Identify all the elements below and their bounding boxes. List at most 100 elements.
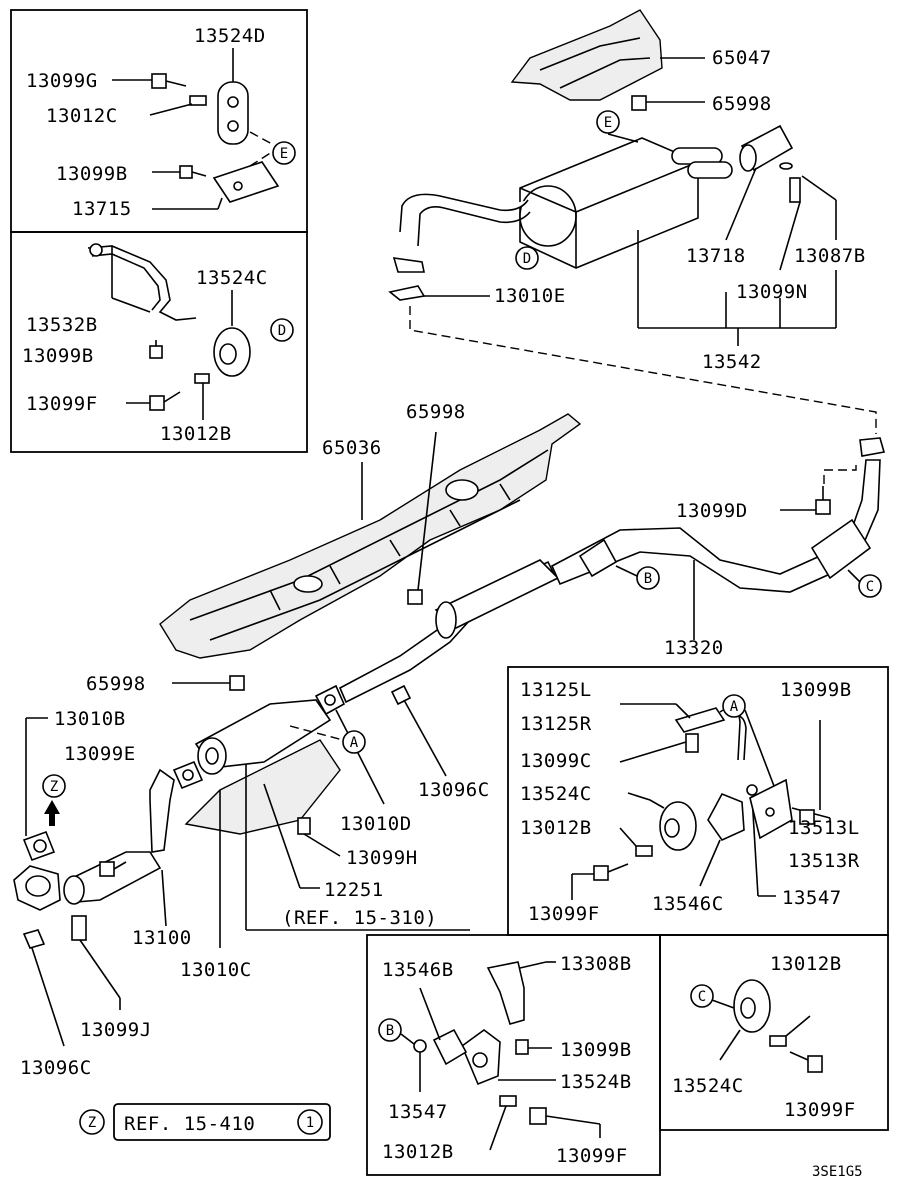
hanger-13524c-c [711,979,771,1061]
label-13099b-d: 13099B [560,1039,632,1061]
footer-reference: Z REF. 15-410 1 [79,1103,331,1141]
label-13320: 13320 [664,637,724,659]
callout-d-inset: D [270,318,294,342]
pin-13012c [149,95,207,116]
washer-13547-b [413,1039,427,1092]
part-labels: 13524D 13099G 13012C 13099B 13715 13532B… [20,25,866,1167]
inset-box-top-left [10,9,308,453]
label-65998-c: 65998 [86,673,146,695]
dash-connector-muffler [409,306,877,434]
label-13010b: 13010B [54,708,126,730]
nut-13096c-front [22,929,65,1047]
heat-shield-65036 [159,413,582,659]
bolt-13099b-a [799,720,821,825]
svg-text:Z: Z [88,1115,96,1131]
svg-text:E: E [280,146,288,162]
bolt-65998-mid [407,431,437,605]
label-13099d: 13099D [676,500,748,522]
callout-d-muffler: D [515,246,539,270]
callout-e-muffler: E [596,110,620,134]
label-13524b: 13524B [560,1071,632,1093]
label-13099h: 13099H [346,847,418,869]
callout-c-inset: C [690,984,714,1008]
label-ref-15-310: (REF. 15-310) [282,907,437,929]
callout-c-main: C [847,569,882,598]
label-13012b-c: 13012B [382,1141,454,1163]
bolt-13099j [71,915,121,1010]
pin-13012b-a [619,827,653,857]
label-13125l: 13125L [520,679,592,701]
label-65047: 65047 [712,47,772,69]
catalytic-converter [184,699,470,931]
svg-text:C: C [866,579,874,595]
label-13524c-a: 13524C [196,267,268,289]
insulator-13546c [699,792,745,887]
label-13010d: 13010D [340,813,412,835]
pin-13012b-c [769,1015,811,1047]
bolt-13099f-b [529,1107,601,1138]
svg-text:B: B [644,571,652,587]
bolt-13099f-c [789,1051,823,1073]
svg-text:A: A [730,699,739,715]
bolt-13099b-top [152,165,207,179]
label-13087b: 13087B [794,245,866,267]
callout-b-main: B [615,565,660,590]
label-13125r: 13125R [520,713,592,735]
label-12251: 12251 [324,879,384,901]
callout-z-main: Z [42,774,66,798]
label-65998-a: 65998 [712,93,772,115]
label-13096c-a: 13096C [418,779,490,801]
gasket-13087b [779,162,837,271]
label-13099g: 13099G [26,70,98,92]
label-13715: 13715 [72,198,132,220]
svg-text:C: C [698,989,706,1005]
svg-text:Z: Z [50,779,58,795]
insulator-13546b [419,987,468,1066]
bolt-13099h [297,817,341,857]
muffler-13542 [388,133,837,346]
bolt-65998-lower [172,675,245,691]
label-13532b: 13532B [26,314,98,336]
bolt-13099d [780,460,857,515]
bracket-13532b [87,243,197,321]
callout-a-main: A [289,725,366,754]
front-pipe-13100 [13,768,175,927]
label-13012b-a: 13012B [160,423,232,445]
svg-text:A: A [350,735,359,751]
label-13099b-a: 13099B [56,163,128,185]
footer-ref-text: REF. 15-410 [124,1113,255,1135]
callout-b-inset: B [378,1018,415,1045]
heat-shield-65047 [510,9,705,101]
nut-13096c-mid [390,684,447,777]
label-13099j: 13099J [80,1019,152,1041]
label-13096c-b: 13096C [20,1057,92,1079]
hanger-13524d [217,48,249,145]
bracket-13308b [486,961,556,1025]
gasket-13010c [172,760,221,948]
center-pipe-13320 [338,437,886,704]
label-13513r: 13513R [788,850,860,872]
label-13099e: 13099E [64,743,136,765]
label-13546c: 13546C [652,893,724,915]
hanger-13524b [461,1029,556,1086]
footer-ref-circle: 1 [306,1115,314,1131]
inset-box-bracket-c [659,934,889,1131]
bolt-13099b-b [515,1039,552,1055]
label-13099f-c: 13099F [556,1145,628,1167]
label-13012b-b: 13012B [520,817,592,839]
bolt-13099e [99,861,127,877]
label-13012b-d: 13012B [770,953,842,975]
label-13099b-c: 13099B [780,679,852,701]
label-13010c: 13010C [180,959,252,981]
label-65998-b: 65998 [406,401,466,423]
label-13099c: 13099C [520,750,592,772]
label-13010e: 13010E [494,285,566,307]
figure-code: 3SE1G5 [812,1164,863,1180]
pipe-13718 [725,124,794,241]
callout-a-inset: A [722,694,775,787]
bracket-13715 [152,131,280,210]
label-13547-a: 13547 [782,887,842,909]
label-13542: 13542 [702,351,762,373]
bolt-65998-top [631,95,705,111]
